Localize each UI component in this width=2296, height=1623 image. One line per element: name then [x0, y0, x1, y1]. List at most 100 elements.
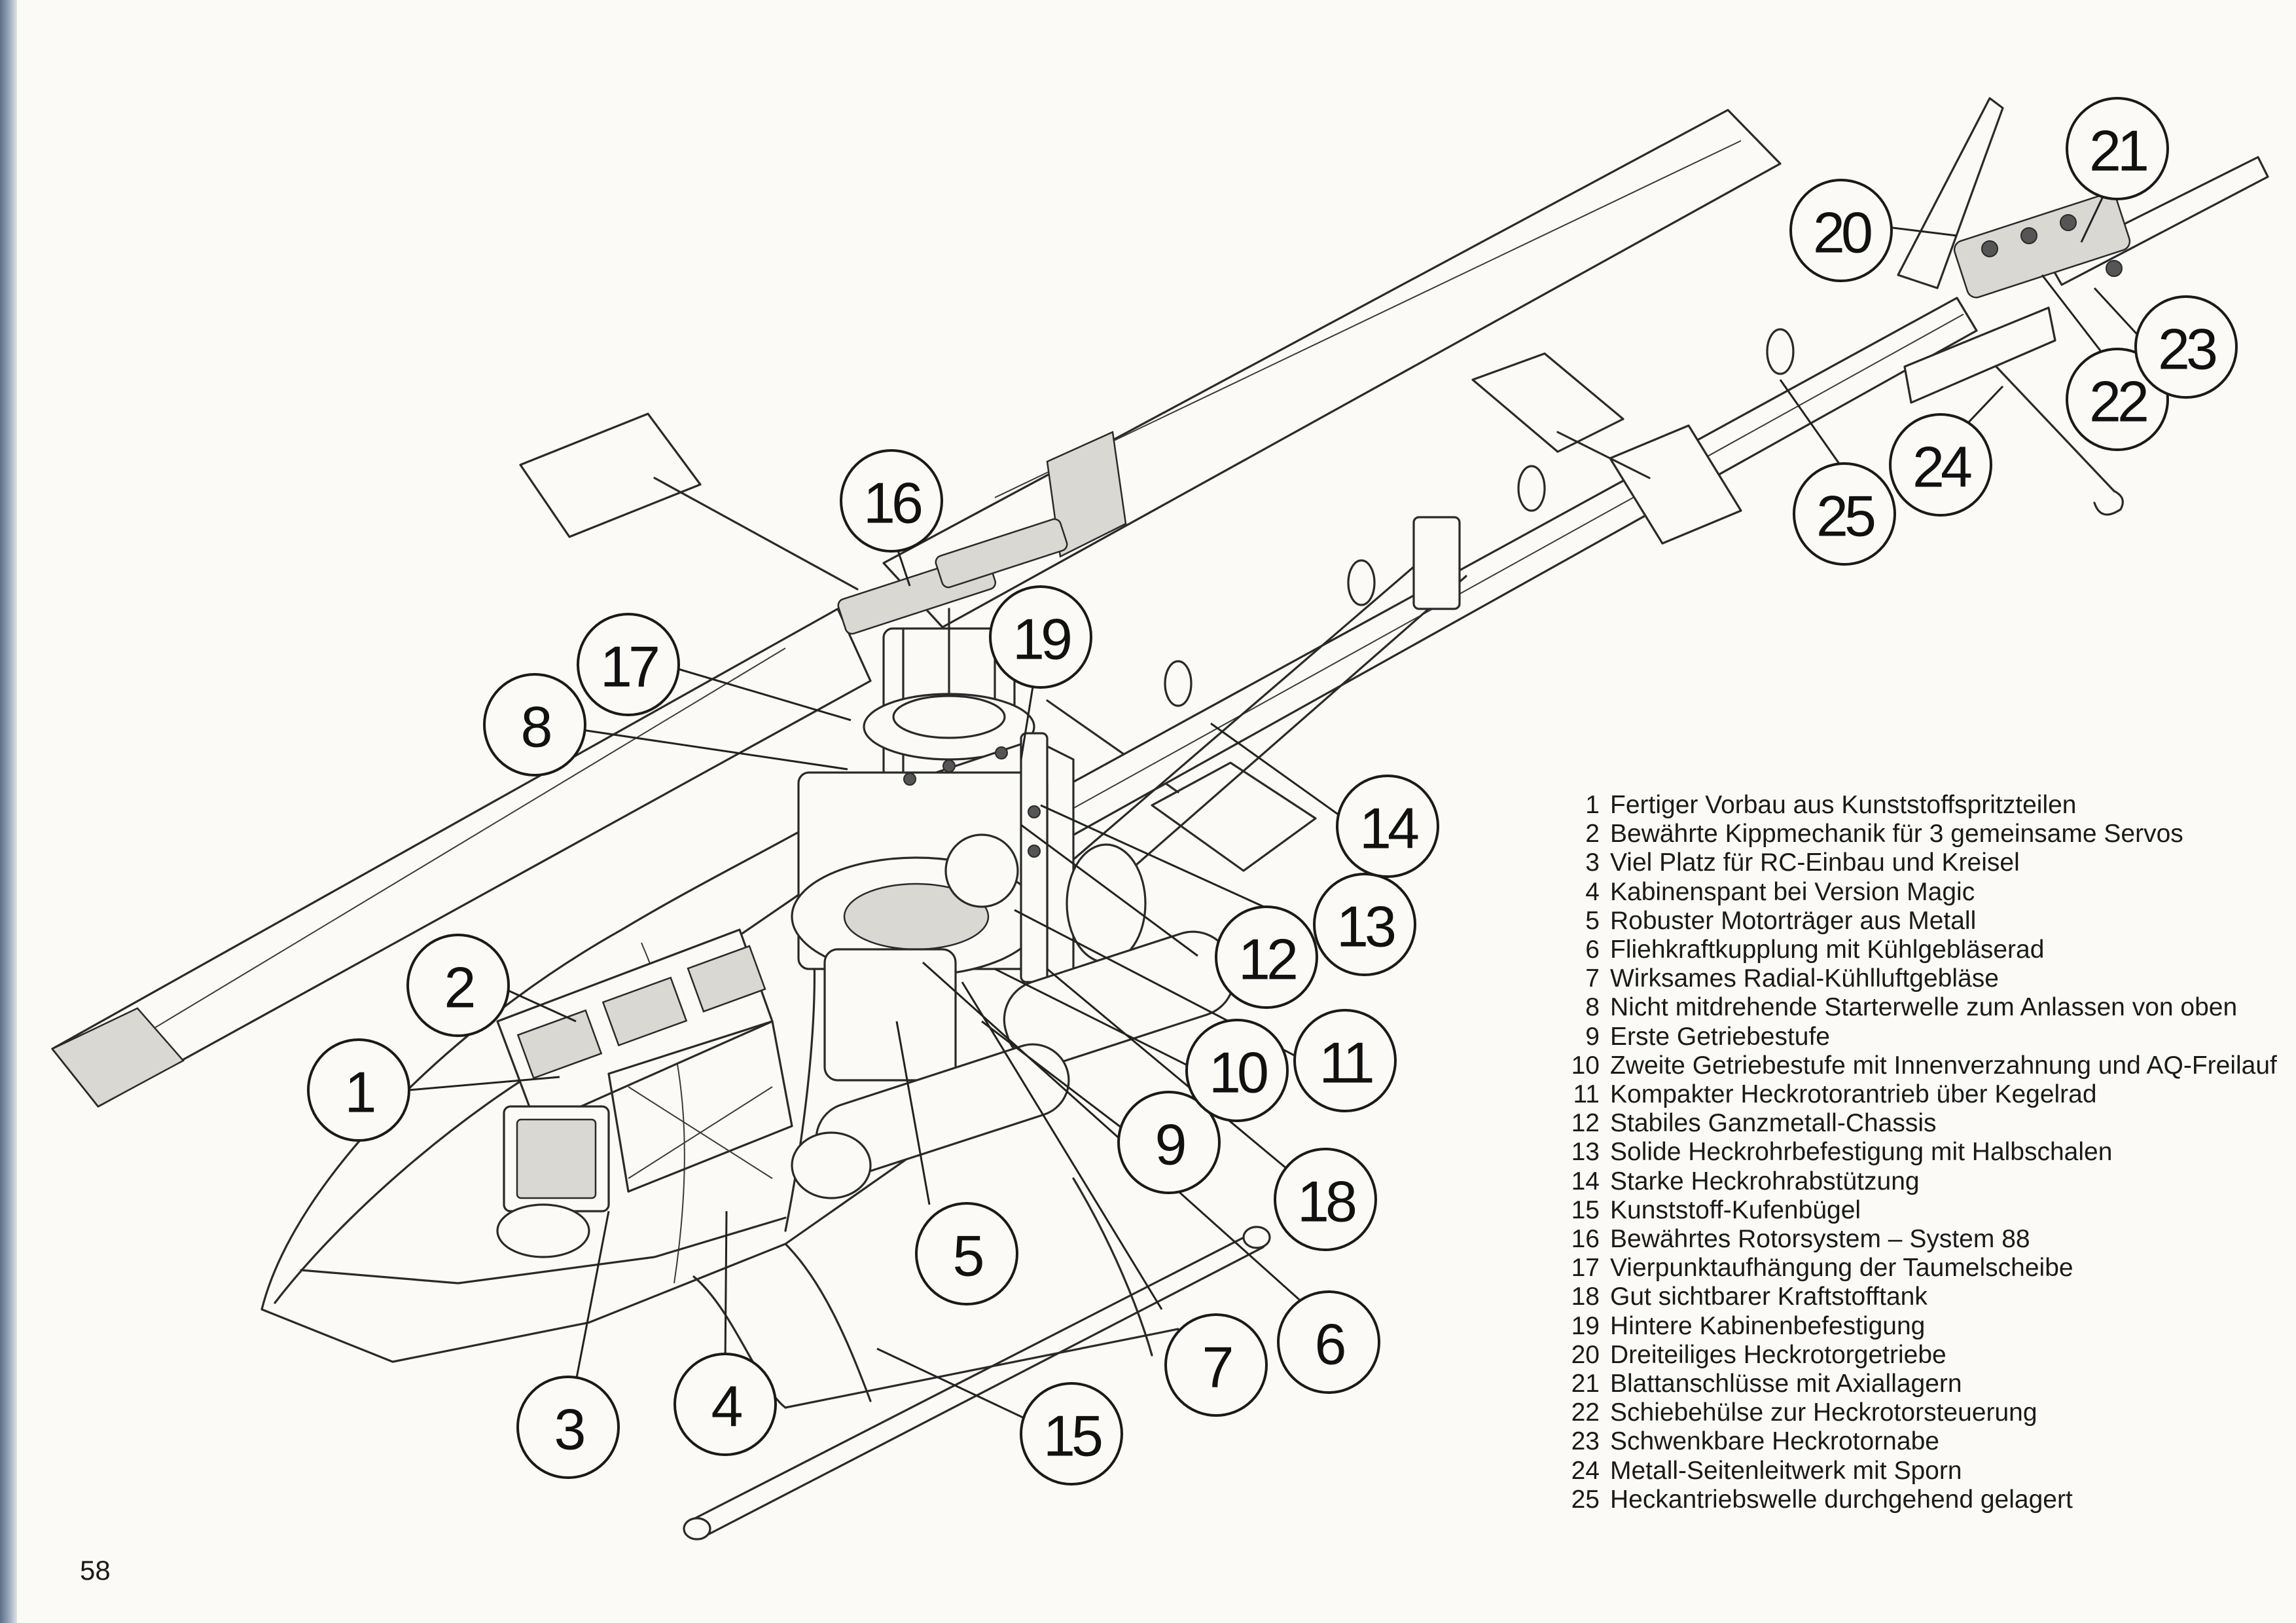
- svg-text:13: 13: [1336, 894, 1395, 959]
- callout-23: 23: [2134, 295, 2238, 399]
- page-spine-edge: [0, 0, 17, 1623]
- svg-text:21: 21: [2089, 119, 2147, 183]
- legend-item-number: 5: [1585, 906, 1600, 935]
- legend-item-number: 8: [1585, 993, 1600, 1022]
- legend-item-text: Erste Getriebestufe: [1610, 1022, 1830, 1051]
- callout-1: 1: [307, 1038, 410, 1142]
- svg-text:11: 11: [1319, 1030, 1372, 1095]
- svg-text:20: 20: [1813, 200, 1871, 265]
- legend-item-text: Fertiger Vorbau aus Kunststoffspritzteil…: [1610, 791, 2077, 819]
- callout-9: 9: [1117, 1091, 1221, 1194]
- callout-5: 5: [915, 1202, 1018, 1305]
- svg-text:3: 3: [554, 1397, 584, 1462]
- legend-item-number: 19: [1571, 1311, 1600, 1340]
- landing-skids: [683, 1177, 1271, 1541]
- legend-item-text: Zweite Getriebestufe mit Innenverzahnung…: [1610, 1051, 2277, 1080]
- helicopter-illustration: [51, 97, 2269, 1541]
- legend-item-text: Viel Platz für RC-Einbau und Kreisel: [1610, 848, 2020, 877]
- legend-item: 1 Fertiger Vorbau aus Kunststoffspritztei…: [1551, 791, 2278, 820]
- legend-item-number: 1: [1585, 791, 1600, 819]
- legend-item-text: Bewährte Kippmechanik für 3 gemeinsame S…: [1610, 820, 2183, 848]
- flybar-paddles: [519, 412, 1317, 872]
- engine-and-transmission: [791, 732, 1147, 1082]
- callout-20: 20: [1789, 179, 1893, 282]
- svg-text:14: 14: [1359, 796, 1418, 861]
- svg-text:8: 8: [521, 695, 551, 759]
- legend-item-number: 3: [1585, 848, 1600, 877]
- svg-text:25: 25: [1816, 484, 1874, 549]
- legend-item-number: 15: [1571, 1195, 1600, 1224]
- callout-17: 17: [577, 613, 680, 716]
- legend-item: 7 Wirksames Radial-Kühlluftgebläse: [1551, 964, 2278, 993]
- legend-item: 6 Fliehkraftkupplung mit Kühlgebläserad: [1551, 936, 2278, 964]
- legend-item-number: 20: [1571, 1340, 1600, 1369]
- legend-item-number: 21: [1571, 1370, 1600, 1398]
- page-number: 58: [80, 1555, 111, 1586]
- callout-12: 12: [1215, 905, 1318, 1009]
- legend-item: 10 Zweite Getriebestufe mit Innenverzahnu…: [1551, 1051, 2278, 1080]
- legend-item: 9 Erste Getriebestufe: [1551, 1023, 2278, 1051]
- callout-11: 11: [1293, 1009, 1397, 1112]
- legend-item-number: 12: [1571, 1109, 1600, 1138]
- callout-25: 25: [1793, 462, 1896, 566]
- callout-19: 19: [989, 585, 1092, 689]
- callout-14: 14: [1336, 775, 1439, 878]
- fuel-tank-and-muffler: [791, 930, 1236, 1199]
- legend-item-number: 2: [1585, 820, 1600, 848]
- legend-item-number: 17: [1571, 1254, 1600, 1283]
- callout-24: 24: [1889, 413, 1992, 517]
- callout-8: 8: [483, 673, 586, 776]
- legend-item-text: Metall-Seitenleitwerk mit Sporn: [1610, 1456, 1962, 1485]
- svg-text:9: 9: [1155, 1112, 1185, 1177]
- callout-2: 2: [406, 934, 510, 1037]
- legend-item-number: 9: [1585, 1022, 1600, 1051]
- svg-text:1: 1: [345, 1060, 374, 1125]
- legend-item-number: 7: [1585, 964, 1600, 993]
- legend-item-number: 22: [1571, 1398, 1600, 1427]
- leader-lines: [408, 179, 2150, 1420]
- legend-item-text: Nicht mitdrehende Starterwelle zum Anlas…: [1610, 993, 2238, 1022]
- servo-tray: [496, 928, 793, 1258]
- svg-text:7: 7: [1202, 1335, 1232, 1400]
- svg-text:19: 19: [1013, 607, 1070, 672]
- legend-item: 8 Nicht mitdrehende Starterwelle zum Anla…: [1551, 993, 2278, 1022]
- svg-text:23: 23: [2158, 317, 2216, 382]
- svg-text:4: 4: [711, 1374, 742, 1439]
- legend-item-text: Wirksames Radial-Kühlluftgebläse: [1610, 964, 1999, 993]
- legend-item: 3 Viel Platz für RC-Einbau und Kreisel: [1551, 848, 2278, 877]
- callout-16: 16: [840, 449, 943, 553]
- tail-fin-and-rotor: [1897, 97, 2269, 516]
- legend-item-text: Bewährtes Rotorsystem – System 88: [1610, 1225, 2030, 1254]
- svg-text:5: 5: [953, 1224, 983, 1288]
- callout-18: 18: [1274, 1148, 1377, 1251]
- legend-item-number: 13: [1571, 1138, 1600, 1167]
- legend-item-number: 10: [1571, 1051, 1600, 1080]
- legend-item-number: 14: [1571, 1167, 1600, 1195]
- legend-item-text: Fliehkraftkupplung mit Kühlgebläserad: [1610, 936, 2045, 964]
- main-rotor-blade-left: [51, 608, 872, 1108]
- svg-text:6: 6: [1315, 1312, 1345, 1377]
- legend-item-text: Dreiteiliges Heckrotorgetriebe: [1610, 1340, 1946, 1369]
- callout-4: 4: [673, 1353, 777, 1456]
- legend-item-number: 6: [1585, 936, 1600, 964]
- legend-item-number: 16: [1571, 1225, 1600, 1254]
- svg-text:10: 10: [1209, 1040, 1267, 1105]
- svg-text:16: 16: [863, 471, 922, 536]
- legend-item-text: Kompakter Heckrotorantrieb über Kegelrad: [1610, 1080, 2097, 1109]
- legend-item-text: Gut sichtbarer Kraftstofftank: [1610, 1283, 1928, 1311]
